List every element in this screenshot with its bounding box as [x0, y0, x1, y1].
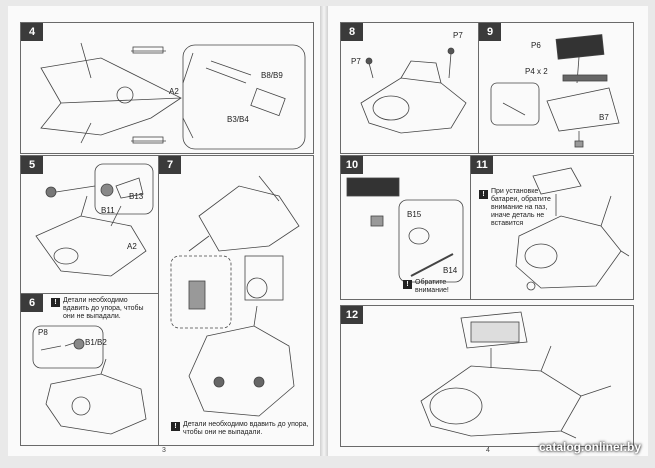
watermark: catalog.onliner.by — [538, 440, 641, 454]
part-label: B15 — [407, 210, 422, 219]
part-label: B8/B9 — [261, 71, 283, 80]
step-5-panel: 5 B11 B13 A2 — [20, 155, 160, 295]
part-label: P8 — [38, 328, 48, 337]
part-label: B11 — [101, 206, 115, 215]
step-number: 7 — [159, 156, 181, 174]
step-11-drawing — [515, 167, 630, 291]
step-11-panel: 11 ! При установке батареи, обратите вни… — [470, 155, 634, 300]
part-label: B1/B2 — [85, 338, 107, 347]
page-number-right: 4 — [486, 447, 490, 454]
step-4-drawing — [40, 42, 306, 150]
step-number: 12 — [341, 306, 363, 324]
part-label: B7 — [599, 113, 609, 122]
step-number: 4 — [21, 23, 43, 41]
step-9-panel: 9 P6 P4 x 2 B7 — [478, 22, 634, 154]
part-label: P7 — [351, 57, 361, 66]
step-8-panel: 8 P7 P7 — [340, 22, 480, 154]
part-label: B13 — [129, 192, 144, 201]
step-note: При установке батареи, обратите внимание… — [491, 188, 551, 227]
step-number: 10 — [341, 156, 363, 174]
step-6-drawing — [32, 325, 147, 435]
page-number-left: 3 — [162, 447, 166, 454]
step-number: 5 — [21, 156, 43, 174]
step-number: 9 — [479, 23, 501, 41]
warning-icon: ! — [403, 280, 412, 289]
step-7-panel: 7 ! Детали необходимо вдавить до упора, … — [158, 155, 314, 446]
part-label: P7 — [453, 31, 463, 40]
step-note: Обратите внимание! — [415, 279, 449, 294]
step-12-drawing — [420, 311, 612, 439]
warning-icon: ! — [51, 298, 60, 307]
step-number: 8 — [341, 23, 363, 41]
step-4-panel: 4 A2 B8/B9 B3/B4 — [20, 22, 314, 154]
step-8-drawing — [360, 47, 467, 134]
part-label: B3/B4 — [227, 115, 249, 124]
part-label: A2 — [127, 242, 137, 251]
step-note: Детали необходимо вдавить до упора, чтоб… — [63, 297, 144, 320]
spine — [320, 6, 328, 456]
step-7-drawing — [170, 175, 300, 417]
warning-icon: ! — [479, 190, 488, 199]
part-label: B14 — [443, 266, 458, 275]
part-label: A2 — [169, 87, 179, 96]
step-12-panel: 12 — [340, 305, 634, 447]
part-label: P6 — [531, 41, 541, 50]
step-number: 11 — [471, 156, 493, 174]
warning-icon: ! — [171, 422, 180, 431]
step-10-drawing — [346, 177, 464, 283]
step-6-panel: 6 ! Детали необходимо вдавить до упора, … — [20, 293, 160, 446]
step-number: 6 — [21, 294, 43, 312]
step-9-drawing — [490, 34, 620, 148]
step-5-drawing — [35, 163, 154, 277]
part-label: P4 x 2 — [525, 67, 548, 76]
step-note: Детали необходимо вдавить до упора, чтоб… — [183, 421, 309, 436]
step-10-panel: 10 B15 B14 ! Обратите внимание! — [340, 155, 472, 300]
